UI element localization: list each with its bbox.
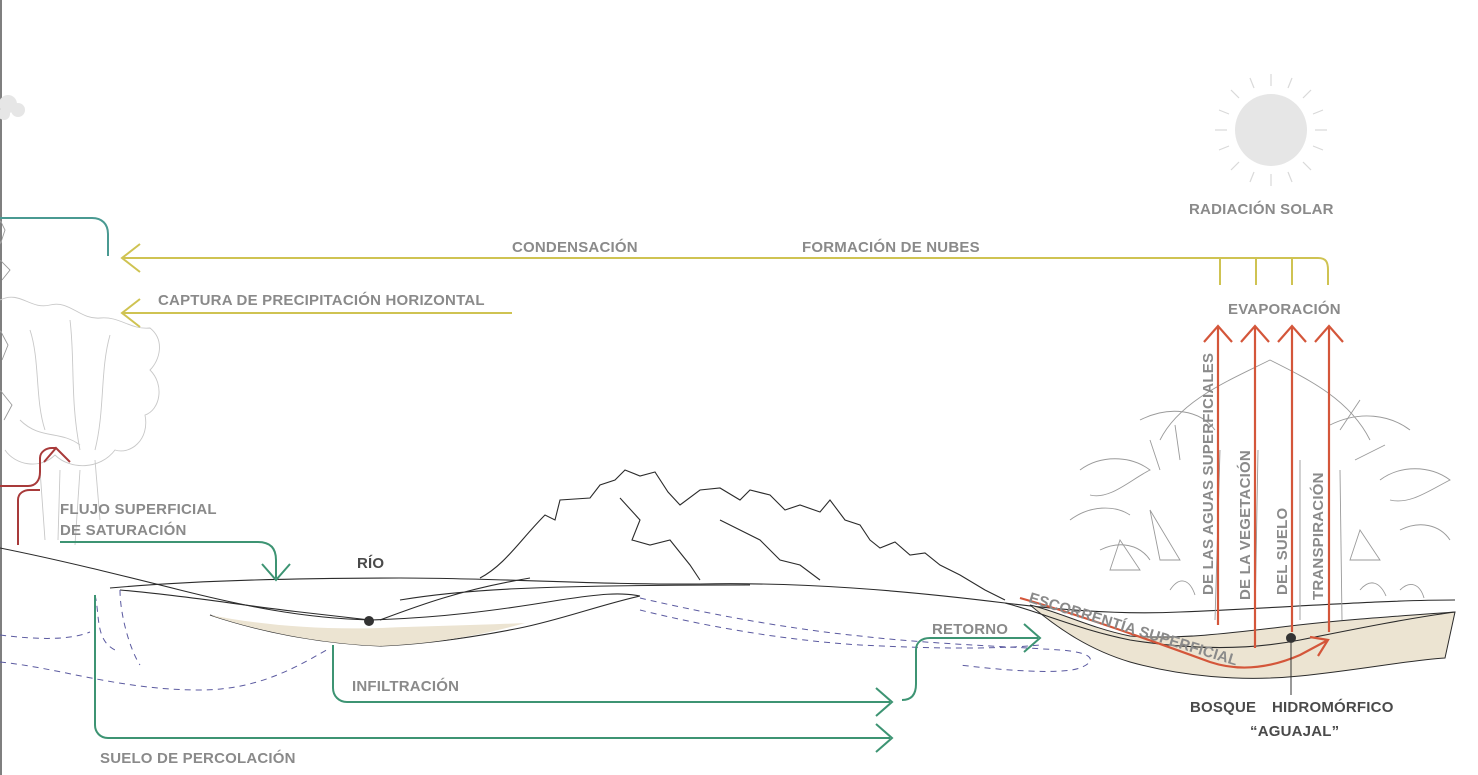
cloud-formation-label: FORMACIÓN DE NUBES — [802, 238, 980, 256]
percolation-label: SUELO DE PERCOLACIÓN — [100, 749, 296, 767]
aguajal-label: “AGUAJAL” — [1250, 723, 1339, 740]
runoff-arrow — [1019, 596, 1330, 669]
condensation-arrow — [120, 243, 1329, 285]
sun-icon — [1215, 74, 1327, 186]
hydromorphic-label: HIDROMÓRFICO — [1272, 698, 1394, 716]
percolation-arrow — [94, 595, 894, 753]
transpiration-label: TRANSPIRACIÓN — [1309, 472, 1327, 600]
cloud-icon — [0, 95, 25, 120]
mountain-ridge — [619, 497, 701, 581]
surface-water-label: DE LAS AGUAS SUPERFICIALES — [1200, 353, 1217, 595]
horizontal-capture-label: CAPTURA DE PRECIPITACIÓN HORIZONTAL — [158, 291, 485, 309]
mountain-ridge-2 — [719, 519, 821, 581]
saturation-flow-arrow — [60, 541, 291, 582]
teal-precipitation-line — [0, 217, 109, 256]
palm-trees-sketch — [1069, 359, 1451, 621]
evaporation-label: EVAPORACIÓN — [1228, 300, 1341, 318]
horizontal-capture-arrow — [120, 298, 512, 328]
infiltration-label: INFILTRACIÓN — [352, 677, 459, 695]
saturation-red-arrows — [0, 446, 71, 545]
infiltration-arrow — [332, 645, 894, 717]
return-arrow — [901, 623, 1042, 701]
saturation-flow-label-2: DE SATURACIÓN — [60, 521, 187, 539]
ground-surface — [0, 547, 641, 621]
aguajal-point — [1286, 633, 1296, 643]
condensation-label: CONDENSACIÓN — [512, 238, 638, 256]
ground-lines — [119, 577, 751, 621]
wetland-top-line — [1004, 602, 1456, 649]
left-tree-sketch — [0, 219, 160, 546]
groundwater-lines — [0, 589, 1091, 691]
soil-label: DEL SUELO — [1274, 507, 1291, 595]
saturation-flow-label-1: FLUJO SUPERFICIAL — [60, 501, 217, 518]
return-label: RETORNO — [932, 621, 1008, 638]
evaporation-arrows — [1203, 324, 1344, 648]
solar-radiation-label: RADIACIÓN SOLAR — [1189, 200, 1334, 218]
mountain-outline — [479, 469, 1006, 601]
river-label: RÍO — [357, 555, 384, 572]
forest-label: BOSQUE — [1190, 699, 1256, 716]
river-point — [364, 616, 374, 626]
river-sediment — [210, 615, 525, 646]
vegetation-label: DE LA VEGETACIÓN — [1236, 450, 1254, 600]
